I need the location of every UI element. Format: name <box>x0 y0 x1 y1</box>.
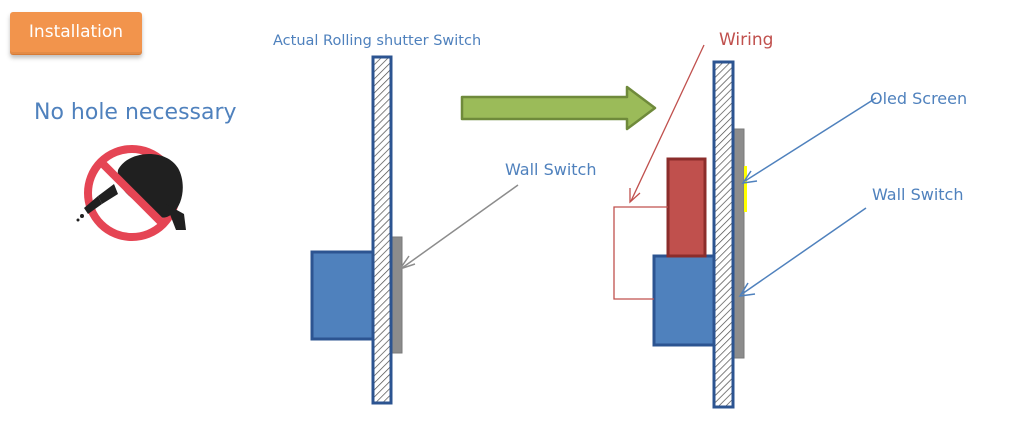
label-wiring: Wiring <box>719 30 773 50</box>
pointer-wiring <box>629 44 705 204</box>
no-hole-headline: No hole necessary <box>34 100 237 125</box>
label-actual-switch: Actual Rolling shutter Switch <box>273 33 481 49</box>
label-wall-switch-left: Wall Switch <box>505 160 596 179</box>
label-oled-screen: Oled Screen <box>870 89 967 108</box>
no-drill-icon <box>76 145 186 241</box>
wall-switch-plate-right <box>732 128 745 359</box>
installation-label: Installation <box>28 22 124 42</box>
pointer-wall-switch-left <box>398 184 519 271</box>
wiring-loop <box>613 206 668 300</box>
right-assembly <box>613 60 747 409</box>
wall-switch-plate-left <box>390 236 403 354</box>
pointer-oled-screen <box>741 97 877 184</box>
oled-screen <box>744 166 747 212</box>
right-arrow-icon <box>460 85 657 131</box>
wall-left <box>371 55 393 405</box>
left-assembly <box>310 55 403 405</box>
label-wall-switch-right: Wall Switch <box>872 185 963 204</box>
actual-switch-box-right <box>652 254 718 347</box>
installation-badge: Installation <box>10 12 142 55</box>
wiring-module <box>666 157 707 258</box>
pointer-wall-switch-right <box>738 207 867 297</box>
wall-right <box>712 60 735 409</box>
actual-switch-box <box>310 250 376 341</box>
